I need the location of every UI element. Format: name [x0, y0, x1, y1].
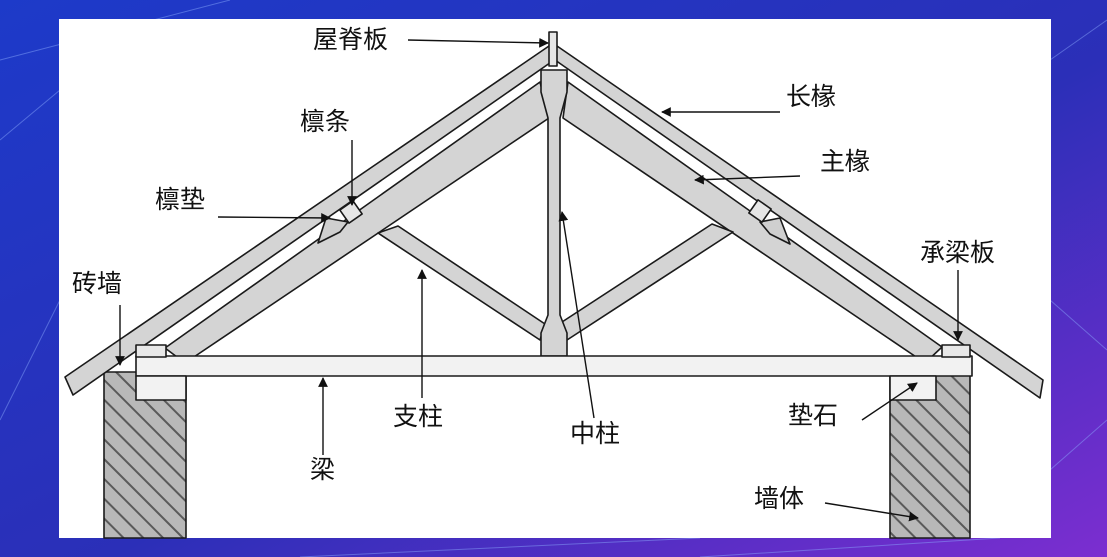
left-purlin [339, 200, 363, 224]
right-purlin [748, 199, 772, 223]
right-main-rafter [562, 81, 943, 364]
left-long-rafter [64, 45, 558, 396]
arrow-pad-stone [861, 382, 918, 421]
right-purlin-block [759, 217, 791, 245]
label-purlin-block: 檩垫 [155, 185, 206, 214]
arrow-wall-body [824, 502, 919, 522]
arrow-main-rafter [694, 174, 801, 185]
tie-beam [135, 355, 973, 377]
label-ridge-board: 屋脊板 [313, 25, 389, 54]
label-strut: 支柱 [393, 402, 444, 431]
label-brick-wall: 砖墙 [72, 269, 123, 298]
right-strut [561, 223, 734, 341]
label-purlin: 檩条 [300, 107, 351, 136]
left-beam-plate [135, 344, 167, 358]
label-wall-body: 墙体 [754, 484, 805, 513]
label-main-rafter: 主椽 [820, 147, 871, 176]
left-pad-stone [135, 375, 187, 401]
left-main-rafter [164, 81, 550, 364]
label-tie-beam: 梁 [310, 455, 336, 484]
arrow-ridge-board [407, 37, 549, 48]
ridge-board [548, 31, 558, 67]
label-long-rafter: 长椽 [786, 82, 837, 111]
label-beam-plate: 承梁板 [920, 238, 996, 267]
arrow-purlin-block [217, 213, 331, 223]
right-beam-plate [941, 344, 971, 358]
label-pad-stone: 垫石 [788, 401, 839, 430]
label-king-post: 中柱 [570, 419, 621, 448]
left-strut [377, 225, 546, 341]
arrow-king-post [558, 211, 595, 419]
